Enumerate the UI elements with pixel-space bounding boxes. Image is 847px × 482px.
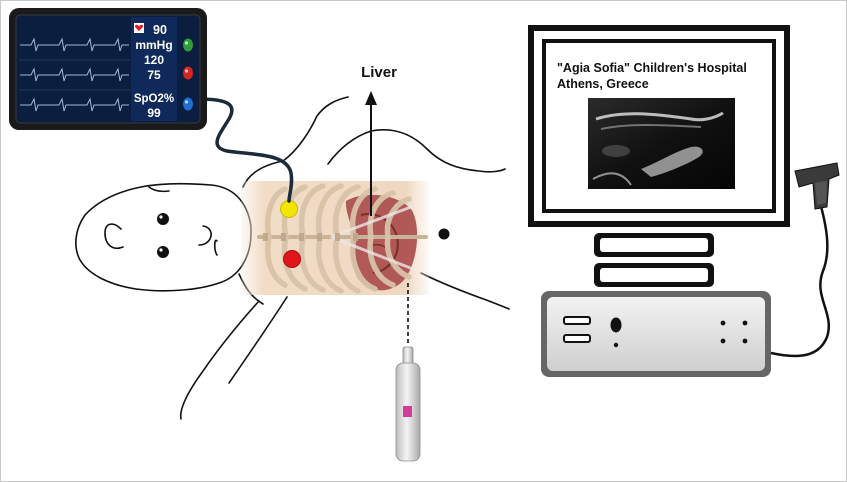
indicator-green [183, 38, 193, 52]
barcode-scanner-icon [794, 162, 840, 210]
chest-anatomy [241, 181, 429, 295]
bp-systolic-value: 120 [144, 53, 164, 67]
heart-icon [134, 23, 144, 33]
scanner-cable [770, 198, 830, 358]
spo2-label: SpO2% [134, 93, 174, 105]
power-button [610, 317, 622, 333]
bp-unit-label: mmHg [135, 38, 172, 52]
hospital-city-text: Athens, Greece [557, 77, 649, 91]
electrode-red [283, 250, 301, 268]
patient-arm-lower [179, 300, 260, 420]
patient-eye-left [157, 213, 169, 225]
disk-slots [563, 316, 591, 343]
ecg-traces [19, 37, 130, 112]
monitor-cable [197, 97, 294, 203]
ultrasound-probe-icon [395, 346, 421, 462]
heart-rate-value: 90 [153, 23, 167, 37]
liver-organ [345, 194, 418, 291]
patient-monitor: 90 mmHg 120 75 SpO2% 99 [9, 8, 207, 130]
bp-diastolic-value: 75 [147, 68, 161, 82]
electrode-yellow [280, 200, 298, 218]
hospital-name-text: "Agia Sofia" Children's Hospital [557, 61, 747, 75]
liver-arrow-head [365, 91, 377, 105]
ultrasound-image [588, 98, 735, 189]
indicator-blue [183, 97, 193, 111]
indicator-red [183, 66, 193, 80]
patient-arm-upper [282, 96, 349, 162]
patient-eye-right [157, 246, 169, 258]
liver-label: Liver [361, 64, 397, 81]
patient-head [75, 182, 252, 292]
ultrasound-computer: "Agia Sofia" Children's Hospital Athens,… [528, 25, 790, 377]
spo2-value: 99 [147, 106, 161, 120]
